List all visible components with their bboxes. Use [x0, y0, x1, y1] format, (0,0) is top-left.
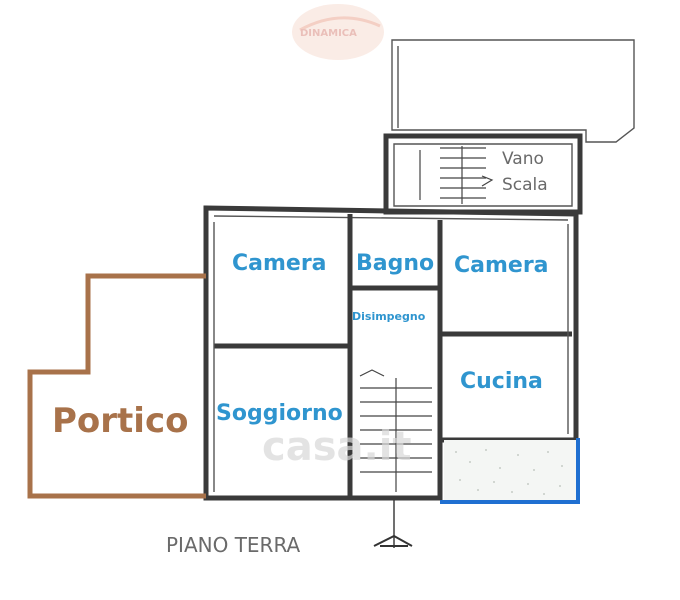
- room-label-cucina: Cucina: [460, 369, 543, 394]
- floor-label: PIANO TERRA: [166, 533, 301, 557]
- room-label-scala: Scala: [502, 175, 548, 195]
- interior-walls: [213, 214, 572, 496]
- room-label-portico: Portico: [52, 401, 188, 441]
- central-stairs: [359, 369, 432, 492]
- watermark-center: casa.it: [262, 424, 412, 470]
- room-label-camera-left: Camera: [232, 251, 327, 276]
- rear-annex: [391, 39, 635, 143]
- dinamica-logo: DINAMICA: [292, 4, 384, 60]
- terrace-edge: [440, 438, 580, 504]
- room-label-vano: Vano: [502, 149, 544, 169]
- stair-well: [383, 133, 583, 215]
- room-label-disimpegno: Disimpegno: [352, 310, 426, 323]
- room-label-soggiorno: Soggiorno: [216, 401, 343, 426]
- terrace: [440, 438, 580, 504]
- watermark-top-text: DINAMICA: [300, 28, 357, 39]
- room-label-bagno: Bagno: [356, 251, 434, 276]
- stair-well-steps: [419, 146, 494, 204]
- entry-arrow-icon: [373, 500, 413, 548]
- portico-outline: [27, 273, 206, 499]
- room-label-camera-right: Camera: [454, 253, 549, 278]
